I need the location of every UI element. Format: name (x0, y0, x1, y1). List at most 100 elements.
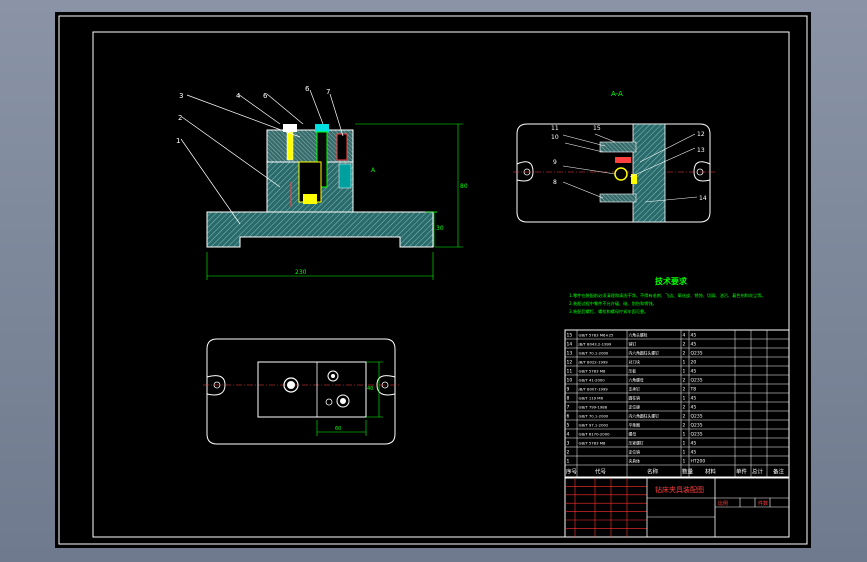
title-qty-label: 件数 (758, 500, 768, 507)
bom-cell-material: 45 (691, 405, 697, 411)
top-pin (325, 398, 333, 406)
bom-cell-code: GB/T 70.1-2000 (579, 414, 609, 419)
bom-cell-qty: 1 (683, 432, 686, 438)
bom-cell-no: 9 (567, 387, 570, 393)
tech-note-1: 1.零件在装配前必须清理和清洗干净，不得有毛刺、飞边、氧化皮、锈蚀、切屑、油污、… (569, 292, 766, 299)
bom-cell-no: 8 (567, 396, 570, 402)
dim-plan-w: 60 (335, 426, 341, 432)
bom-cell-material: 45 (691, 396, 697, 402)
bom-cell-material: 45 (691, 342, 697, 348)
top-bushing-2 (336, 394, 350, 408)
bom-cell-name: 定位销 (629, 450, 641, 455)
bom-cell-code: GB/T 5783 M8 (579, 441, 606, 446)
cad-drawing: 3 2 1 4 6 6 7 A 230 80 30 A-A (58, 15, 808, 545)
bom-cell-code: JB/T 8043.2-1999 (578, 342, 612, 347)
part-number-12: 12 (697, 131, 705, 138)
part-number-6: 6 (263, 92, 268, 100)
bom-cell-name: 六角头螺栓 (629, 333, 648, 338)
cad-viewport[interactable]: 3 2 1 4 6 6 7 A 230 80 30 A-A (55, 12, 811, 548)
tech-title: 技术要求 (655, 276, 688, 286)
bom-cell-code: GB/T 119 M6 (579, 396, 604, 401)
bom-cell-code: GB/T 41-2000 (579, 378, 606, 383)
section-leaders (562, 133, 698, 203)
bom-cell-name: 圆柱销 (629, 396, 641, 401)
part-number-7: 7 (326, 88, 330, 96)
top-bushing-2-core (340, 398, 346, 404)
part-number-4: 4 (236, 92, 241, 100)
clamp-block (338, 163, 352, 189)
slot-right (693, 161, 711, 182)
bom-cell-material: 45 (691, 441, 697, 447)
bom-header-total_weight: 总计 (752, 468, 764, 476)
bom-cell-material: HT200 (691, 459, 706, 465)
bom-cell-no: 13 (567, 351, 573, 357)
bushing-top (315, 124, 329, 132)
section-view: A-A 11 15 10 9 8 12 13 (513, 90, 715, 223)
locator-yellow (631, 174, 637, 184)
part-number-2: 2 (178, 114, 182, 122)
part-number-6b: 6 (305, 85, 310, 93)
bom-cell-name: 压板 (629, 369, 637, 374)
part-number-1: 1 (176, 137, 180, 145)
top-slot-left (206, 375, 226, 396)
bom-cell-material: 20 (691, 360, 697, 366)
bom-cell-name: 内六角圆柱头螺钉 (629, 351, 660, 356)
bom-cell-qty: 2 (683, 405, 686, 411)
bom-cell-qty: 4 (683, 333, 686, 339)
title-scale-label: 比例 (718, 500, 728, 507)
bom-cell-no: 12 (567, 360, 573, 366)
bom-header-material: 材料 (705, 468, 717, 476)
bom-cell-material: T8 (690, 387, 697, 393)
top-slot-right (376, 375, 396, 396)
front-dimension-lines (206, 123, 463, 280)
part-number-15: 15 (593, 125, 601, 132)
bom-header-note: 备注 (773, 468, 785, 476)
front-view: 3 2 1 4 6 6 7 A 230 80 30 (176, 85, 468, 280)
part-number-11: 11 (551, 125, 559, 132)
front-part-numbers: 3 2 1 4 6 6 7 (176, 85, 330, 145)
workpiece-circle (614, 167, 628, 181)
bom-cell-code: GB/T 5783 M6×25 (579, 333, 615, 338)
part-number-8: 8 (553, 179, 557, 186)
part-number-14: 14 (699, 195, 707, 202)
section-upright (632, 123, 666, 223)
section-part-numbers: 11 15 10 9 8 12 13 14 (551, 125, 707, 202)
bom-cell-qty: 2 (683, 414, 686, 420)
part-number-10: 10 (551, 134, 559, 141)
dim-height-base: 30 (436, 225, 444, 232)
bom-cell-material: 45 (691, 369, 697, 375)
bom-cell-no: 11 (567, 369, 573, 375)
screw-head-left (283, 124, 297, 132)
section-plate-top (599, 141, 637, 153)
bom-cell-code: GB/T 6170-2000 (579, 432, 611, 437)
screw-shank-left (286, 131, 294, 161)
tech-note-2: 2.装配过程中零件不允许磕、碰、划伤和锈蚀。 (569, 300, 657, 307)
section-outline (516, 123, 711, 223)
slot-left (516, 161, 534, 182)
bom-cell-material: Q235 (691, 414, 703, 420)
bom-cell-qty: 2 (683, 342, 686, 348)
bom-cell-code: JB/T 8022-1999 (578, 360, 609, 365)
bom-header-name: 名称 (647, 468, 659, 476)
leader-lines (180, 89, 344, 225)
top-dimension-lines (316, 361, 383, 436)
top-screw-hex (287, 381, 295, 389)
tech-note-3: 3.装配后螺钉、螺栓和螺母拧紧牢固可靠。 (569, 308, 648, 315)
bom-cell-no: 6 (567, 414, 570, 420)
sheet-inner-border (92, 31, 790, 538)
bom-cell-code: GB/T 97.1-2002 (579, 423, 609, 428)
dim-overall-width: 230 (295, 269, 307, 276)
bom-cell-name: 内六角圆柱头螺钉 (629, 414, 660, 419)
bom-cell-code: GB/T 5783 M8 (579, 369, 606, 374)
top-bushing-1 (327, 370, 339, 382)
bom-cell-no: 15 (567, 333, 573, 339)
bom-cell-no: 7 (567, 405, 570, 411)
bom-cell-name: 夹具体 (629, 459, 641, 464)
bom-cell-material: Q235 (691, 423, 703, 429)
bom-cell-qty: 1 (683, 441, 686, 447)
dim-height-total: 80 (460, 183, 468, 190)
locating-pin-tip (303, 194, 317, 204)
bom-cell-material: 45 (691, 450, 697, 456)
bom-cell-qty: 2 (683, 423, 686, 429)
